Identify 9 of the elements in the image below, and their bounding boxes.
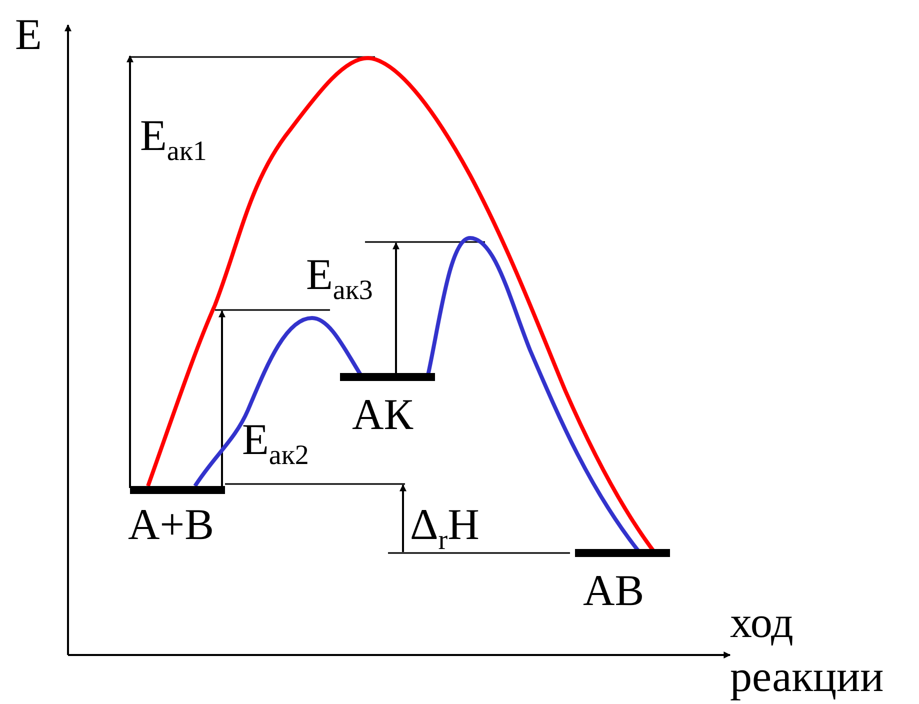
energy-label: Е$_{ак3}$ [306,252,373,298]
level-label: АК [352,392,414,438]
level-label: А+В [128,502,214,548]
energy-label: Е$_{ак1}$ [140,113,207,159]
axis-label: Е [15,12,42,58]
energy-label: Е$_{ак2}$ [242,417,309,463]
energy-label: Δ$_{r}$Н [410,502,480,548]
level-label: АВ [583,568,644,614]
axis-label: ход реакции [730,597,885,703]
